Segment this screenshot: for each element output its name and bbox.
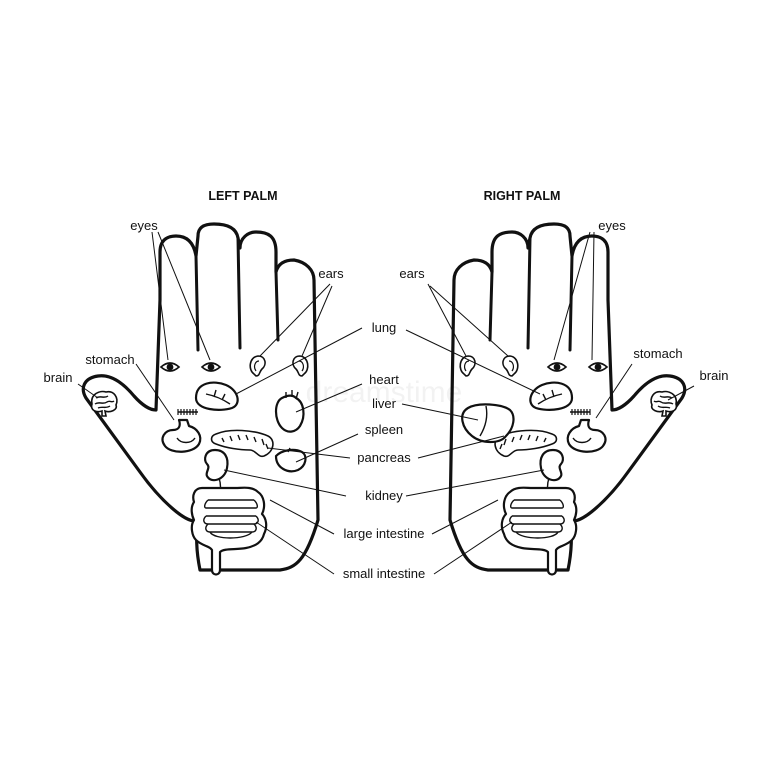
label-heart: heart	[369, 372, 399, 387]
right-spine-ticks	[571, 409, 591, 415]
right-finger-crease-2	[526, 236, 532, 350]
right-finger-crease-3	[488, 270, 494, 342]
label-small-intestine: small intestine	[343, 566, 425, 581]
right-hand	[448, 222, 687, 576]
label-ears-right: ears	[399, 266, 425, 281]
label-liver: liver	[372, 396, 397, 411]
left-hand	[81, 222, 320, 576]
left-finger-crease-1	[194, 254, 200, 352]
left-eye-2-icon	[201, 362, 221, 372]
right-palm-title: RIGHT PALM	[484, 189, 561, 203]
label-spleen: spleen	[365, 422, 403, 437]
left-palm-title: LEFT PALM	[208, 189, 277, 203]
label-stomach-right: stomach	[633, 346, 682, 361]
right-eye-1-icon	[588, 362, 608, 372]
left-eye-1-icon	[160, 362, 180, 372]
label-brain-right: brain	[700, 368, 729, 383]
watermark: dreamstime	[306, 376, 463, 409]
left-heart-icon	[274, 390, 305, 433]
label-kidney: kidney	[365, 488, 403, 503]
label-large-intestine: large intestine	[344, 526, 425, 541]
left-finger-crease-3	[274, 270, 280, 342]
label-lung: lung	[372, 320, 397, 335]
label-pancreas: pancreas	[357, 450, 411, 465]
label-stomach-left: stomach	[85, 352, 134, 367]
right-eye-2-icon	[547, 362, 567, 372]
label-brain-left: brain	[44, 370, 73, 385]
label-ears-left: ears	[318, 266, 344, 281]
left-spine-ticks	[177, 409, 197, 415]
label-eyes-right: eyes	[598, 218, 626, 233]
left-finger-crease-2	[236, 236, 242, 350]
right-finger-crease-1	[568, 254, 574, 352]
leader-lines	[77, 231, 695, 575]
right-liver-icon	[461, 403, 515, 444]
label-eyes-left: eyes	[130, 218, 158, 233]
